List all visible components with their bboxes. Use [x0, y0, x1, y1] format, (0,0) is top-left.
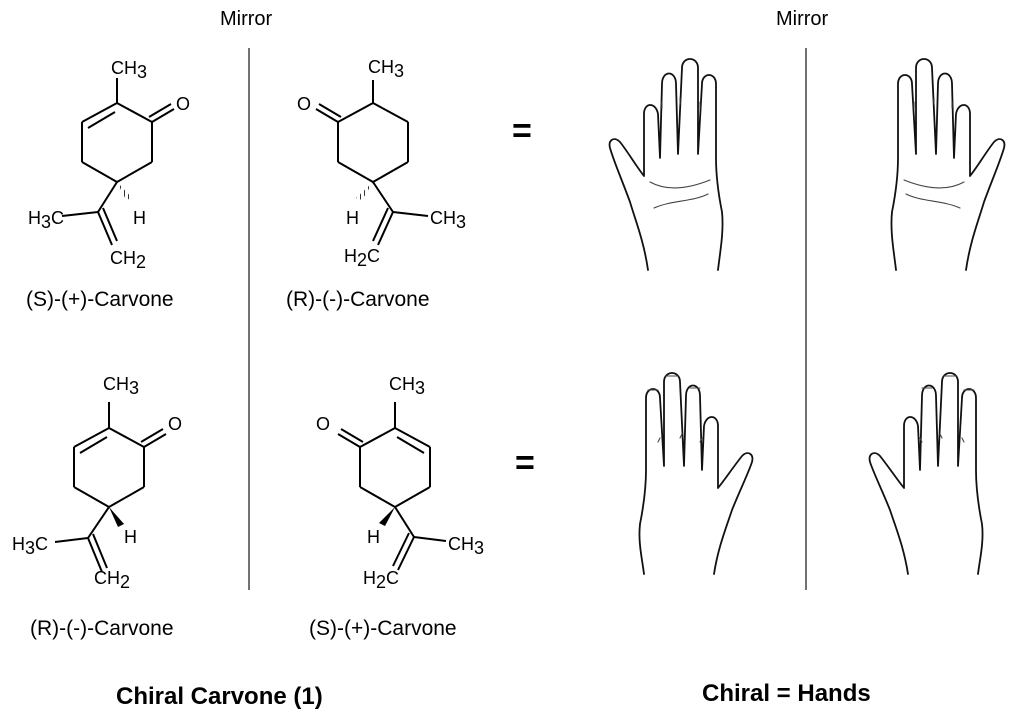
bottom-left-vinyl-methyl: H3C — [12, 534, 48, 558]
bottom-left-hydrogen: H — [124, 527, 137, 547]
molecule-top-left — [61, 78, 175, 246]
equals-sign-bottom: = — [515, 444, 535, 482]
hand-bottom-right-icon — [868, 372, 984, 575]
caption-chiral-hands: Chiral = Hands — [702, 680, 871, 707]
molecule-name-top-left: (S)-(+)-Carvone — [26, 288, 174, 311]
molecule-top-right — [315, 80, 429, 246]
equals-sign-top: = — [512, 112, 532, 150]
molecule-name-bottom-left: (R)-(-)-Carvone — [30, 617, 174, 640]
top-right-vinyl-methyl: CH3 — [430, 208, 466, 232]
molecule-bottom-left — [54, 402, 167, 573]
mirror-label-molecules: Mirror — [220, 8, 273, 30]
top-left-methylene: CH2 — [110, 248, 146, 272]
bottom-right-methyl: CH3 — [389, 374, 425, 398]
molecule-name-top-right: (R)-(-)-Carvone — [286, 288, 430, 311]
bottom-left-methyl: CH3 — [103, 374, 139, 398]
bottom-right-hydrogen: H — [367, 527, 380, 547]
top-right-oxygen: O — [297, 94, 311, 114]
hand-top-left-icon — [608, 58, 724, 271]
top-right-methylene: H2C — [344, 246, 380, 270]
molecule-bottom-right — [337, 402, 447, 571]
bottom-right-methylene: H2C — [363, 568, 399, 592]
top-right-hydrogen: H — [346, 208, 359, 228]
top-left-oxygen: O — [176, 94, 190, 114]
hand-bottom-left-icon — [638, 372, 754, 575]
bottom-left-methylene: CH2 — [94, 568, 130, 592]
bottom-right-vinyl-methyl: CH3 — [448, 534, 484, 558]
bottom-right-oxygen: O — [316, 414, 330, 434]
mirror-label-hands: Mirror — [776, 8, 829, 30]
hand-top-right-icon — [890, 58, 1006, 271]
caption-chiral-carvone: Chiral Carvone (1) — [116, 683, 323, 710]
bottom-left-oxygen: O — [168, 414, 182, 434]
molecule-name-bottom-right: (S)-(+)-Carvone — [309, 617, 457, 640]
top-right-methyl: CH3 — [368, 57, 404, 81]
top-left-vinyl-methyl: H3C — [28, 208, 64, 232]
top-left-hydrogen: H — [133, 208, 146, 228]
